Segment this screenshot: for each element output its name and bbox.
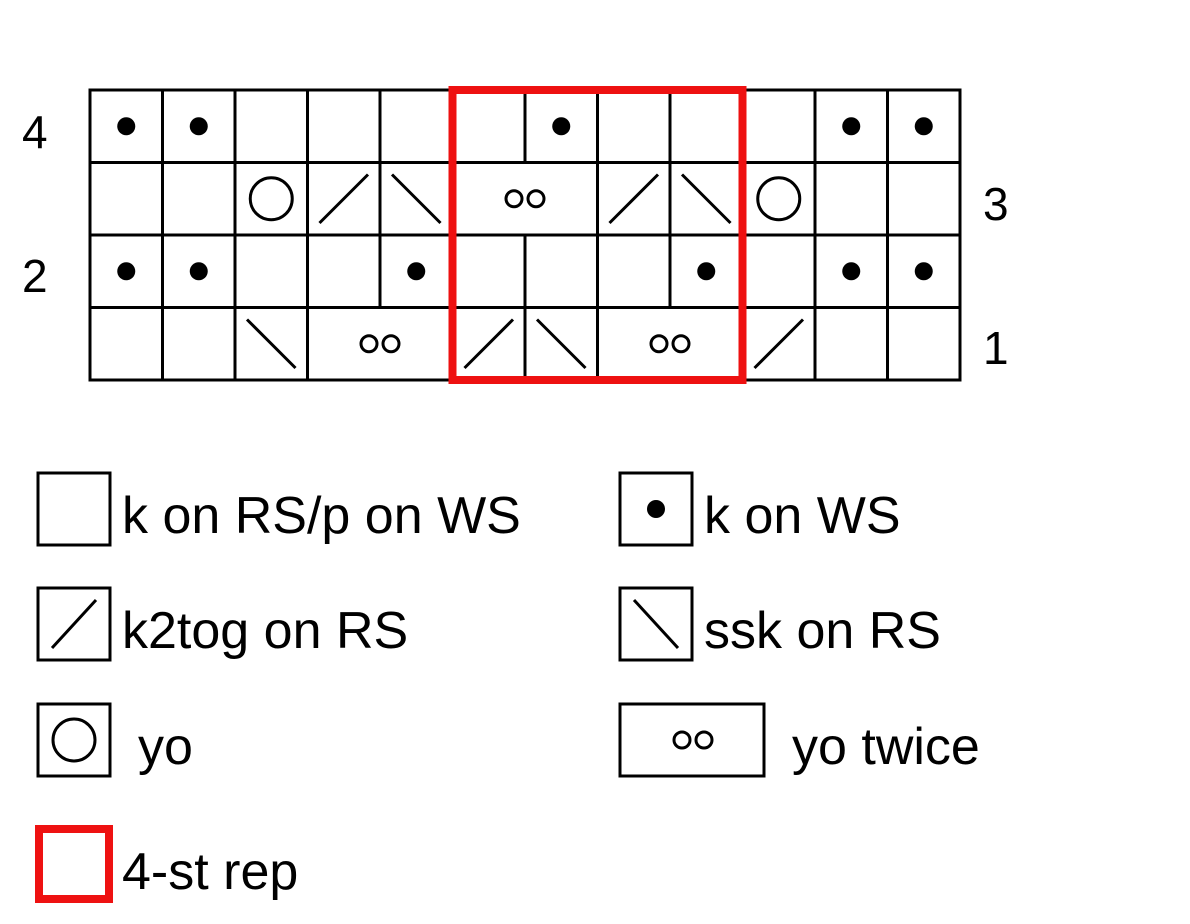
dot-icon — [189, 262, 208, 281]
legend-item-purl-ws: k on WS — [618, 471, 901, 547]
chart-cell-r3-c11 — [813, 161, 889, 237]
chart-cell-r4-c9 — [668, 88, 744, 164]
chart-cell-r4-c6 — [451, 88, 527, 164]
double-circle-icon-left — [672, 730, 692, 750]
row-label-3: 3 — [983, 178, 1009, 230]
double-circle-icon-right — [671, 334, 691, 354]
legend-label-repeat: 4-st rep — [122, 843, 298, 901]
chart-cell-r1-c12 — [886, 306, 962, 382]
legend-item-knit: k on RS/p on WS — [36, 471, 521, 547]
dot-icon — [914, 262, 933, 281]
chart-cell-r3-c2 — [161, 161, 237, 237]
dot-icon — [407, 262, 426, 281]
chart-cell-r4-c5 — [378, 88, 454, 164]
left-slant-icon — [535, 318, 587, 370]
dot-icon — [117, 262, 136, 281]
legend-label-purl-ws: k on WS — [704, 487, 901, 545]
row-label-2: 2 — [22, 250, 48, 302]
legend-label-yo: yo — [138, 718, 193, 776]
repeat-box — [448, 86, 747, 384]
legend-label-ssk: ssk on RS — [704, 602, 941, 660]
double-circle-icon-right — [381, 334, 401, 354]
circle-icon — [248, 176, 294, 222]
circle-icon — [51, 717, 97, 763]
double-circle-icon-right — [526, 189, 546, 209]
left-slant-icon — [632, 598, 680, 650]
left-slant-icon — [390, 173, 442, 225]
right-slant-icon — [753, 318, 805, 370]
chart-cell-r1-c1 — [88, 306, 164, 382]
dot-icon — [842, 117, 861, 136]
right-slant-icon — [318, 173, 370, 225]
chart-cell-r1-c2 — [161, 306, 237, 382]
chart-cell-r4-c3 — [233, 88, 309, 164]
legend-item-k2tog: k2tog on RS — [36, 586, 408, 662]
chart-cell-r3-c1 — [88, 161, 164, 237]
red-box-icon — [35, 825, 113, 903]
chart-cell-r2-c8 — [596, 233, 672, 309]
chart-cell-r2-c10 — [741, 233, 817, 309]
dot-icon — [842, 262, 861, 281]
chart-cell-r4-c8 — [596, 88, 672, 164]
legend: k on RS/p on WS k on WS k2tog on RS ssk … — [35, 471, 980, 903]
chart-cell-r2-c6 — [451, 233, 527, 309]
chart-cell-r4-c10 — [741, 88, 817, 164]
right-slant-icon — [50, 598, 98, 650]
yo-square-icon — [36, 702, 112, 778]
chart-cell-r2-c4 — [306, 233, 382, 309]
double-circle-icon-right — [694, 730, 714, 750]
dot-icon — [552, 117, 571, 136]
chart-cell-r2-c3 — [233, 233, 309, 309]
blank-square-icon — [36, 471, 112, 547]
dot-icon — [647, 500, 665, 518]
dot-icon — [697, 262, 716, 281]
row-label-4: 4 — [22, 106, 48, 158]
circle-icon — [756, 176, 802, 222]
legend-item-ssk: ssk on RS — [618, 586, 941, 662]
legend-label-knit: k on RS/p on WS — [122, 487, 521, 545]
yo-twice-rect-icon — [618, 702, 766, 778]
row-label-1: 1 — [983, 322, 1009, 374]
right-slant-icon — [608, 173, 660, 225]
chart-cell-r3-c10 — [741, 161, 817, 237]
chart-cell-r1-c8 — [596, 306, 744, 382]
left-slant-icon — [680, 173, 732, 225]
double-circle-icon-left — [649, 334, 669, 354]
legend-item-yo: yo — [36, 702, 193, 778]
chart-cell-r1-c4 — [306, 306, 454, 382]
chart-cell-r3-c12 — [886, 161, 962, 237]
dot-icon — [914, 117, 933, 136]
legend-label-yo-twice: yo twice — [792, 718, 980, 776]
double-circle-icon-left — [504, 189, 524, 209]
dot-icon — [189, 117, 208, 136]
right-slant-icon — [463, 318, 515, 370]
chart-cell-r3-c3 — [233, 161, 309, 237]
legend-item-repeat: 4-st rep — [35, 825, 298, 903]
stitch-chart — [88, 86, 962, 384]
chart-cell-r4-c4 — [306, 88, 382, 164]
double-circle-icon-left — [359, 334, 379, 354]
dot-icon — [117, 117, 136, 136]
left-slant-icon — [245, 318, 297, 370]
legend-label-k2tog: k2tog on RS — [122, 602, 408, 660]
chart-cell-r2-c7 — [523, 233, 599, 309]
chart-cell-r3-c6 — [451, 161, 599, 237]
legend-item-yo-twice: yo twice — [618, 702, 980, 778]
chart-cell-r1-c11 — [813, 306, 889, 382]
